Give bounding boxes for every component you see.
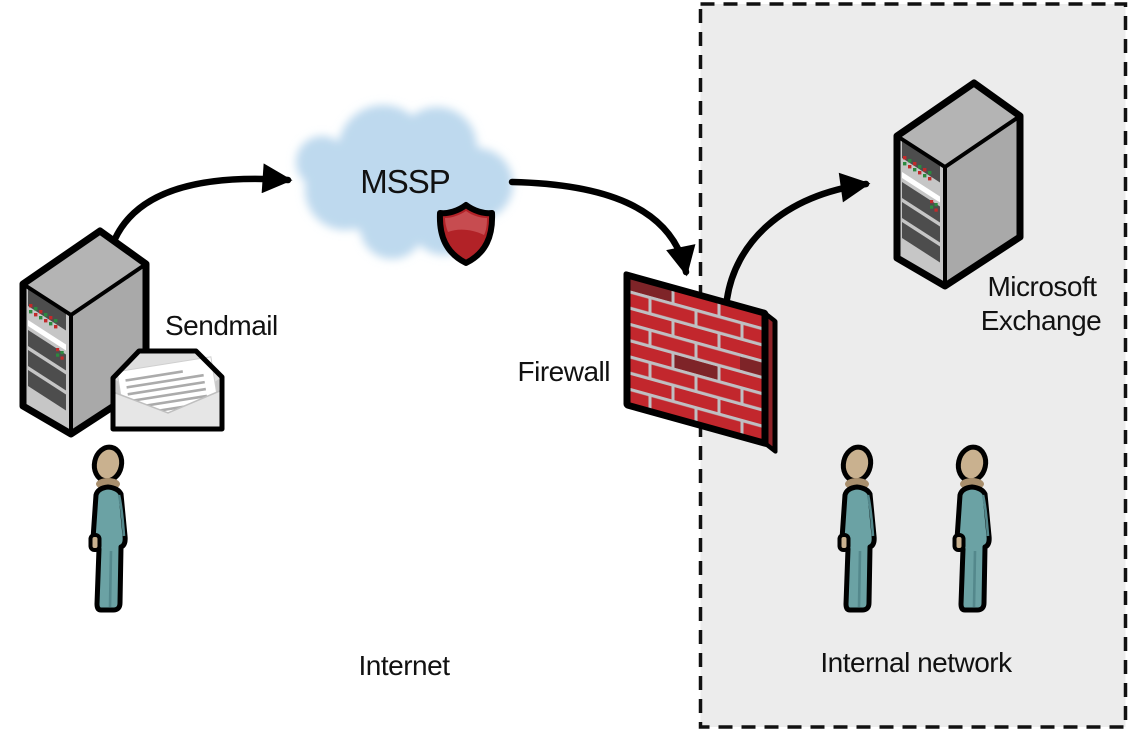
internet-region-label: Internet bbox=[359, 650, 451, 681]
arrow-firewall-to-exchange bbox=[723, 172, 871, 303]
firewall-bricks bbox=[627, 275, 765, 444]
firewall-icon bbox=[623, 271, 778, 454]
sendmail-label: Sendmail bbox=[165, 310, 278, 341]
firewall-dark-bricks bbox=[628, 276, 765, 380]
internal-network-region-label: Internal network bbox=[820, 647, 1013, 678]
exchange-label-line1: Microsoft bbox=[987, 271, 1097, 302]
exchange-label-line2: Exchange bbox=[981, 305, 1102, 336]
cloud-icon bbox=[296, 105, 513, 259]
person-internal-user-1 bbox=[840, 445, 875, 610]
shield-icon bbox=[436, 202, 496, 266]
shield-gloss bbox=[445, 211, 487, 235]
arrow-sendmail-to-mssp bbox=[108, 163, 293, 250]
mssp-label: MSSP bbox=[360, 163, 450, 200]
firewall-label: Firewall bbox=[518, 356, 610, 387]
envelope-icon bbox=[110, 348, 225, 432]
envelope-outline bbox=[110, 348, 225, 432]
person-internal-user-2 bbox=[955, 445, 990, 610]
firewall-outline bbox=[623, 271, 769, 447]
arrow-mssp-to-firewall bbox=[508, 178, 696, 277]
person-internet-user bbox=[91, 445, 126, 610]
